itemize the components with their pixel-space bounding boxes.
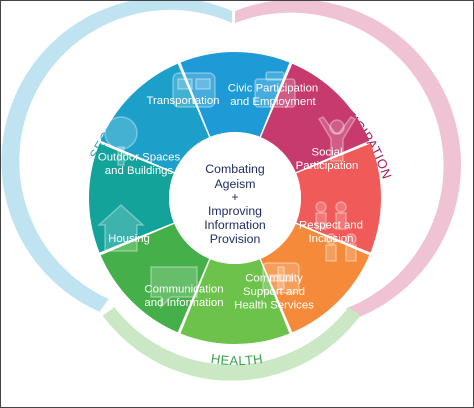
segment-label-line: and Information: [144, 297, 223, 309]
segment-label-line: Communication: [144, 283, 223, 295]
segment-icons: [97, 71, 357, 309]
segment-outdoor: [100, 63, 210, 173]
segment-respect: [260, 223, 370, 333]
speech-bubble-icon: [150, 266, 198, 309]
domain-segments: [88, 52, 381, 344]
segment-label-line: Participation: [296, 160, 359, 172]
briefcase-icon: [254, 71, 296, 108]
center-line-5: Provision: [210, 232, 261, 246]
bus-icon: [172, 72, 216, 108]
house-icon: [97, 203, 145, 252]
health-ring: [102, 307, 361, 381]
tree-icon: [104, 116, 138, 166]
health-ring-label: HEALTH: [210, 351, 264, 368]
segment-community: [180, 259, 290, 344]
segment-label-housing: Housing: [108, 233, 150, 245]
segment-label-communication: Communication and Information: [144, 283, 223, 309]
segment-communication: [100, 223, 210, 333]
segment-labels: Transportation Civic Participation and Emp…: [98, 82, 363, 311]
segment-civic: [260, 63, 370, 173]
segment-label-outdoor: Outdoor Spaces and Buildings: [98, 151, 181, 177]
people-group-icon: [315, 201, 357, 262]
center-line-1: Combating: [205, 162, 265, 176]
center-circle: [169, 132, 301, 264]
segment-label-line: Transportation: [146, 95, 219, 107]
segment-transportation: [180, 52, 290, 137]
segment-label-line: Civic Participation: [228, 82, 319, 94]
center-line-2: Ageism: [214, 177, 255, 191]
center-hub: Combating Ageism + Improving Information…: [169, 132, 301, 264]
segment-label-line: Respect and: [299, 219, 363, 231]
segment-label-line: Social: [311, 146, 342, 158]
segment-social: [296, 143, 381, 253]
center-line-3: Improving: [208, 204, 262, 218]
segment-label-line: and Employment: [230, 96, 316, 108]
segment-housing: [88, 143, 174, 253]
medical-icon: [262, 262, 300, 294]
person-cheering-icon: [317, 116, 357, 162]
segment-label-line: Community: [245, 273, 303, 285]
segment-label-line: Outdoor Spaces: [98, 151, 181, 163]
segment-label-line: and Buildings: [105, 165, 174, 177]
segment-label-transportation: Transportation: [146, 95, 219, 107]
segment-label-line: Inclusion: [309, 233, 354, 245]
segment-label-line: Support and: [243, 286, 305, 298]
center-line-4: Information: [204, 218, 266, 232]
center-plus: +: [231, 190, 238, 204]
segment-label-civic: Civic Participation and Employment: [228, 82, 319, 108]
segment-label-line: Health Services: [234, 300, 314, 312]
segment-label-line: Housing: [108, 233, 150, 245]
